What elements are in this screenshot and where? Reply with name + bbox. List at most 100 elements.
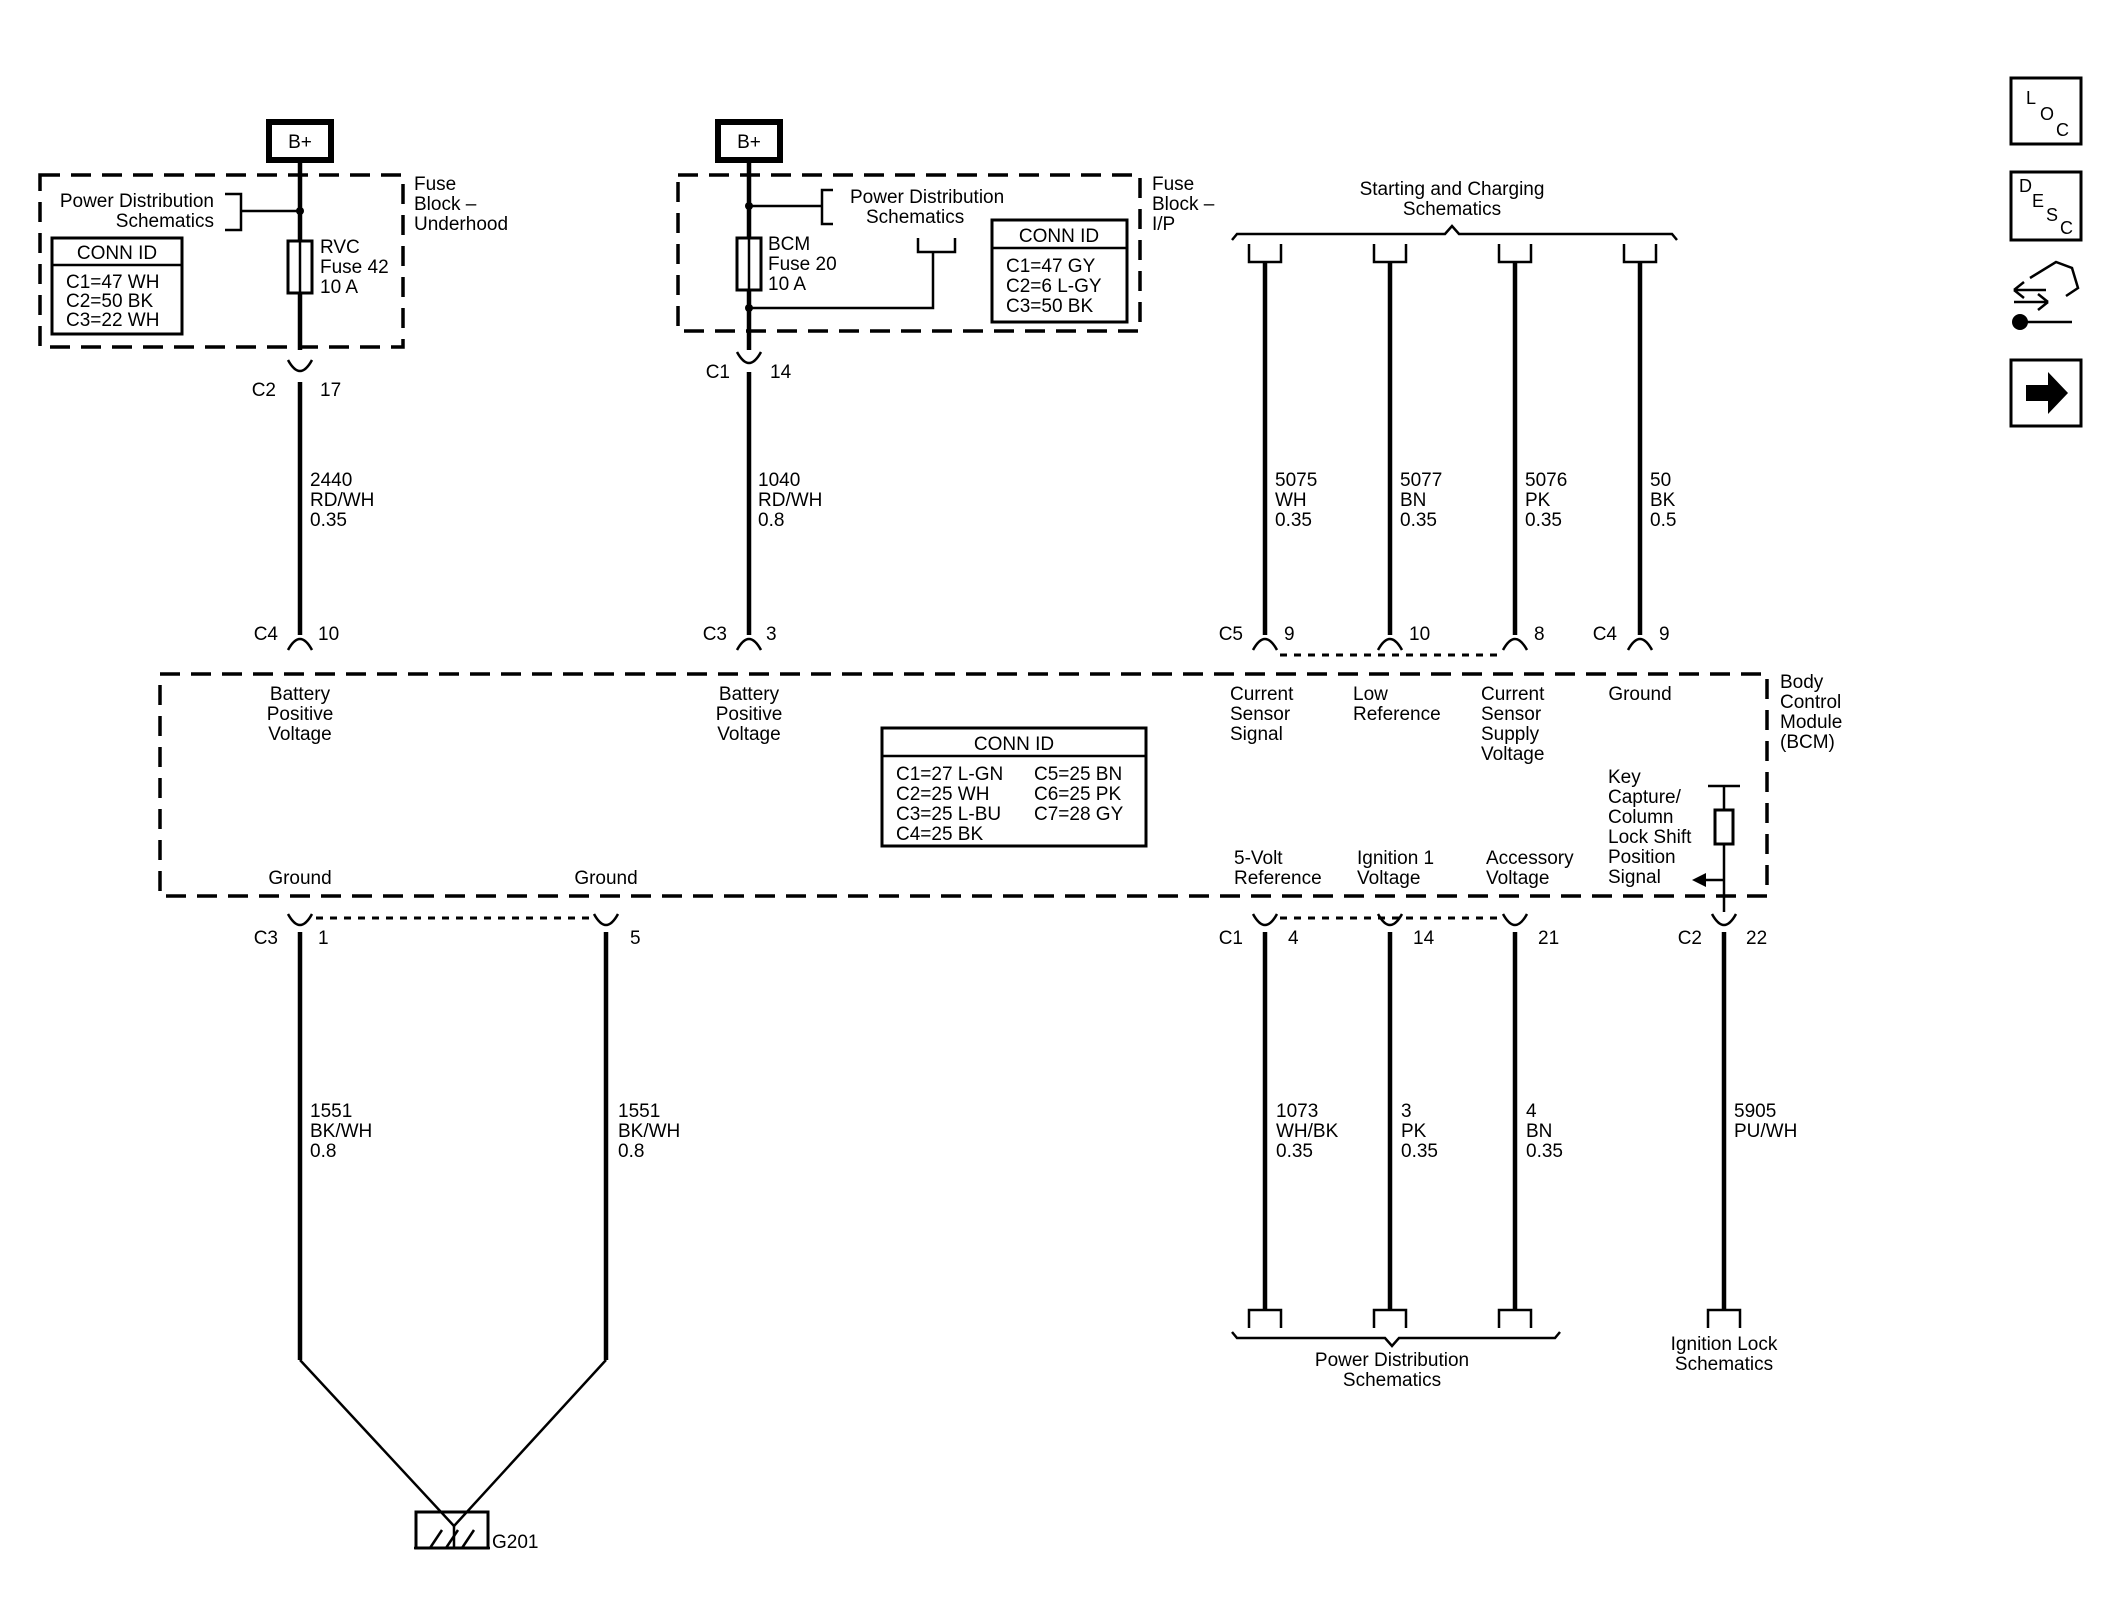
power-distribution-footer: Power Distribution Schematics [1231, 1308, 1561, 1391]
svg-text:WH/BK: WH/BK [1276, 1121, 1339, 1142]
tools-icon[interactable] [2012, 260, 2080, 330]
svg-text:PK: PK [1525, 490, 1551, 511]
svg-text:C3: C3 [254, 928, 278, 949]
fuse-block-ip: B+ Power Distribution Schematics BCM Fus… [676, 119, 1215, 383]
svg-text:C5: C5 [1219, 624, 1243, 645]
svg-text:21: 21 [1538, 928, 1559, 949]
svg-text:Position: Position [1608, 847, 1676, 868]
svg-text:9: 9 [1284, 624, 1295, 645]
next-arrow-button[interactable] [2009, 358, 2083, 428]
svg-text:5-Volt: 5-Volt [1234, 848, 1283, 869]
svg-text:C4: C4 [1593, 624, 1618, 645]
svg-text:0.5: 0.5 [1650, 510, 1676, 531]
wire-5076: 5076 PK 0.35 [1525, 470, 1567, 531]
svg-text:Accessory: Accessory [1486, 848, 1574, 869]
svg-text:5077: 5077 [1400, 470, 1442, 491]
svg-text:Battery: Battery [719, 684, 780, 705]
svg-text:Ground: Ground [268, 868, 331, 889]
svg-text:BK/WH: BK/WH [618, 1121, 680, 1142]
pd-schematics-line1: Power Distribution [60, 191, 214, 212]
svg-text:RVC: RVC [320, 237, 360, 258]
svg-text:Lock Shift: Lock Shift [1608, 827, 1692, 848]
svg-text:CONN ID: CONN ID [974, 734, 1054, 755]
key-capture-switch: Key Capture/ Column Lock Shift Position … [1608, 767, 1740, 912]
svg-text:Ignition 1: Ignition 1 [1357, 848, 1434, 869]
svg-text:14: 14 [770, 362, 792, 383]
wire-4: 4 BN 0.35 [1526, 1101, 1563, 1162]
desc-letter-s: S [2046, 205, 2058, 225]
fuse-block-underhood: B+ Power Distribution Schematics Fuse Bl… [38, 119, 508, 401]
svg-text:Reference: Reference [1353, 704, 1441, 725]
svg-text:RD/WH: RD/WH [758, 490, 822, 511]
svg-text:C4: C4 [254, 624, 279, 645]
svg-text:1040: 1040 [758, 470, 800, 491]
svg-text:I/P: I/P [1152, 214, 1175, 235]
svg-text:Ignition Lock: Ignition Lock [1671, 1334, 1778, 1355]
svg-text:9: 9 [1659, 624, 1670, 645]
conn-id-box [50, 236, 184, 336]
svg-text:1551: 1551 [618, 1101, 660, 1122]
desc-letter-e: E [2032, 191, 2044, 211]
svg-text:4: 4 [1288, 928, 1299, 949]
svg-text:C4=25 BK: C4=25 BK [896, 824, 983, 845]
svg-text:5075: 5075 [1275, 470, 1317, 491]
loc-letter-c: C [2056, 120, 2069, 140]
svg-text:Positive: Positive [267, 704, 334, 725]
ground-label: G201 [492, 1532, 538, 1553]
svg-text:C1: C1 [1219, 928, 1243, 949]
bcm-conn-id-box: CONN ID C1=27 L-GN C2=25 WH C3=25 L-BU C… [880, 726, 1148, 848]
svg-text:0.35: 0.35 [1276, 1141, 1313, 1162]
svg-text:Schematics: Schematics [1403, 199, 1501, 220]
conn-id-box-ip [990, 218, 1129, 324]
svg-text:Voltage: Voltage [268, 724, 331, 745]
svg-text:C5=25 BN: C5=25 BN [1034, 764, 1122, 785]
svg-text:Key: Key [1608, 767, 1641, 788]
svg-text:C2=25 WH: C2=25 WH [896, 784, 989, 805]
svg-text:Starting and Charging: Starting and Charging [1360, 179, 1545, 200]
pd-schematics-line2: Schematics [116, 211, 214, 232]
svg-text:Schematics: Schematics [1343, 1370, 1441, 1391]
svg-text:Voltage: Voltage [1357, 868, 1420, 889]
svg-text:C3=50 BK: C3=50 BK [1006, 296, 1093, 317]
svg-text:Signal: Signal [1230, 724, 1283, 745]
arrow-right-icon [2026, 372, 2068, 414]
svg-text:1551: 1551 [310, 1101, 352, 1122]
svg-text:0.35: 0.35 [1525, 510, 1562, 531]
svg-text:C3=22 WH: C3=22 WH [66, 310, 159, 331]
svg-text:BN: BN [1400, 490, 1426, 511]
svg-text:BK/WH: BK/WH [310, 1121, 372, 1142]
svg-text:Fuse 20: Fuse 20 [768, 254, 837, 275]
wire-1040: 1040 RD/WH 0.8 [758, 470, 822, 531]
svg-text:0.8: 0.8 [618, 1141, 644, 1162]
svg-text:(BCM): (BCM) [1780, 732, 1835, 753]
svg-text:Battery: Battery [270, 684, 331, 705]
svg-text:10 A: 10 A [320, 277, 358, 298]
svg-text:0.35: 0.35 [1400, 510, 1437, 531]
svg-text:22: 22 [1746, 928, 1767, 949]
svg-text:Positive: Positive [716, 704, 783, 725]
svg-text:CONN ID: CONN ID [77, 243, 157, 264]
svg-text:Ground: Ground [1608, 684, 1671, 705]
svg-text:C3: C3 [703, 624, 727, 645]
svg-text:C1=47 GY: C1=47 GY [1006, 256, 1096, 277]
desc-button[interactable]: D E S C [2009, 170, 2083, 242]
svg-text:BCM: BCM [768, 234, 810, 255]
svg-text:1073: 1073 [1276, 1101, 1318, 1122]
svg-text:Supply: Supply [1481, 724, 1540, 745]
svg-text:Body: Body [1780, 672, 1824, 693]
svg-text:10 A: 10 A [768, 274, 806, 295]
fuse-block-label-1: Fuse [414, 174, 456, 195]
svg-text:Current: Current [1481, 684, 1545, 705]
svg-text:WH: WH [1275, 490, 1307, 511]
svg-text:14: 14 [1413, 928, 1435, 949]
svg-text:8: 8 [1534, 624, 1545, 645]
svg-text:Fuse 42: Fuse 42 [320, 257, 389, 278]
svg-text:C7=28 GY: C7=28 GY [1034, 804, 1124, 825]
svg-text:5: 5 [630, 928, 641, 949]
svg-text:0.35: 0.35 [1526, 1141, 1563, 1162]
loc-button[interactable]: L O C [2009, 76, 2083, 146]
svg-text:BK: BK [1650, 490, 1676, 511]
svg-text:Low: Low [1353, 684, 1388, 705]
svg-text:Voltage: Voltage [1486, 868, 1549, 889]
